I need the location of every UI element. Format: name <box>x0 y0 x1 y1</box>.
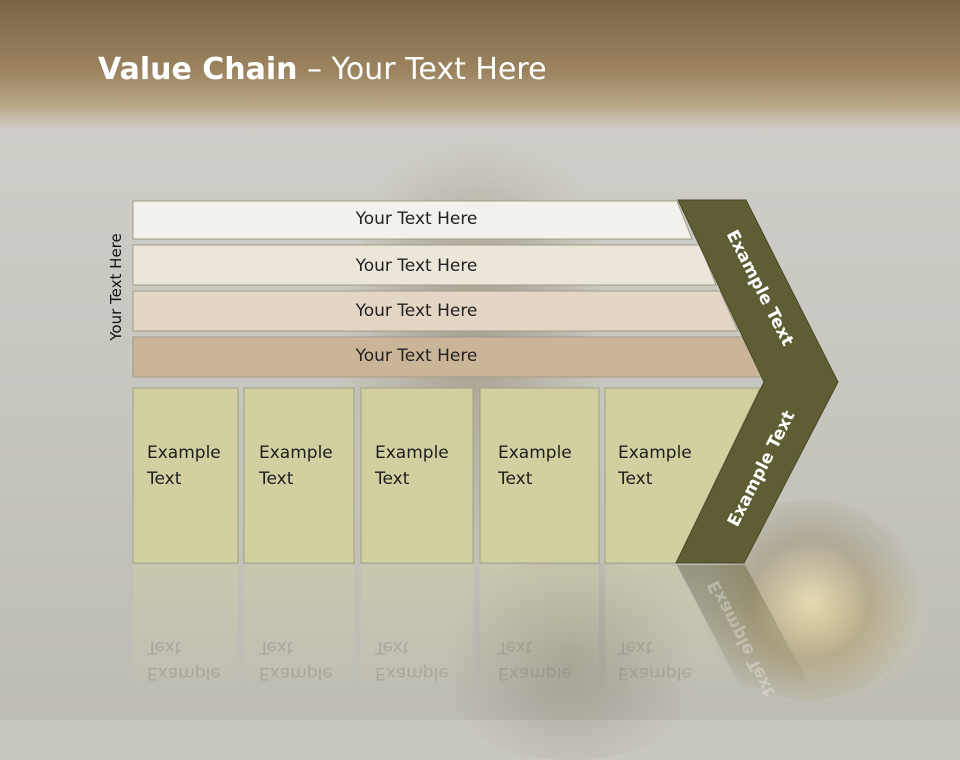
cell-line1: Example <box>147 443 221 463</box>
cell-reflection-3 <box>361 565 473 695</box>
title-bold: Value Chain <box>98 52 298 87</box>
cell-box-3 <box>360 387 474 564</box>
title-bar <box>0 0 960 130</box>
cell-line1: Example <box>618 443 692 463</box>
chevron-reflection <box>677 565 815 695</box>
cell-box-2 <box>243 387 355 564</box>
slide-title: Value Chain – Your Text Here <box>98 52 547 87</box>
cell-reflection-2 <box>244 565 354 695</box>
cell-line1: Example <box>259 443 333 463</box>
cell-line2: Text <box>498 469 533 489</box>
cell-box-4 <box>479 387 600 564</box>
title-rest: – Your Text Here <box>297 52 547 87</box>
row-label-2: Your Text Here <box>355 256 478 276</box>
cell-reflection-5 <box>605 565 745 695</box>
row-band-3 <box>132 290 739 332</box>
value-chain-diagram <box>132 199 839 695</box>
chevron-arrow <box>675 199 839 564</box>
cell-reflection-1 <box>133 565 238 695</box>
cell-line2: Text <box>375 469 410 489</box>
row-label-1: Your Text Here <box>355 209 478 229</box>
cell-line1: Example <box>375 443 449 463</box>
cell-line2: Text <box>259 469 294 489</box>
row-label-3: Your Text Here <box>355 301 478 321</box>
row-band-1 <box>132 200 693 240</box>
cell-line2: Text <box>147 469 182 489</box>
cell-line1: Example <box>498 443 572 463</box>
cell-line2: Text <box>618 469 653 489</box>
row-band-2 <box>132 244 717 286</box>
cell-reflection-4 <box>480 565 599 695</box>
row-label-4: Your Text Here <box>355 346 478 366</box>
cell-box-1 <box>132 387 239 564</box>
reflection-group <box>133 565 815 695</box>
